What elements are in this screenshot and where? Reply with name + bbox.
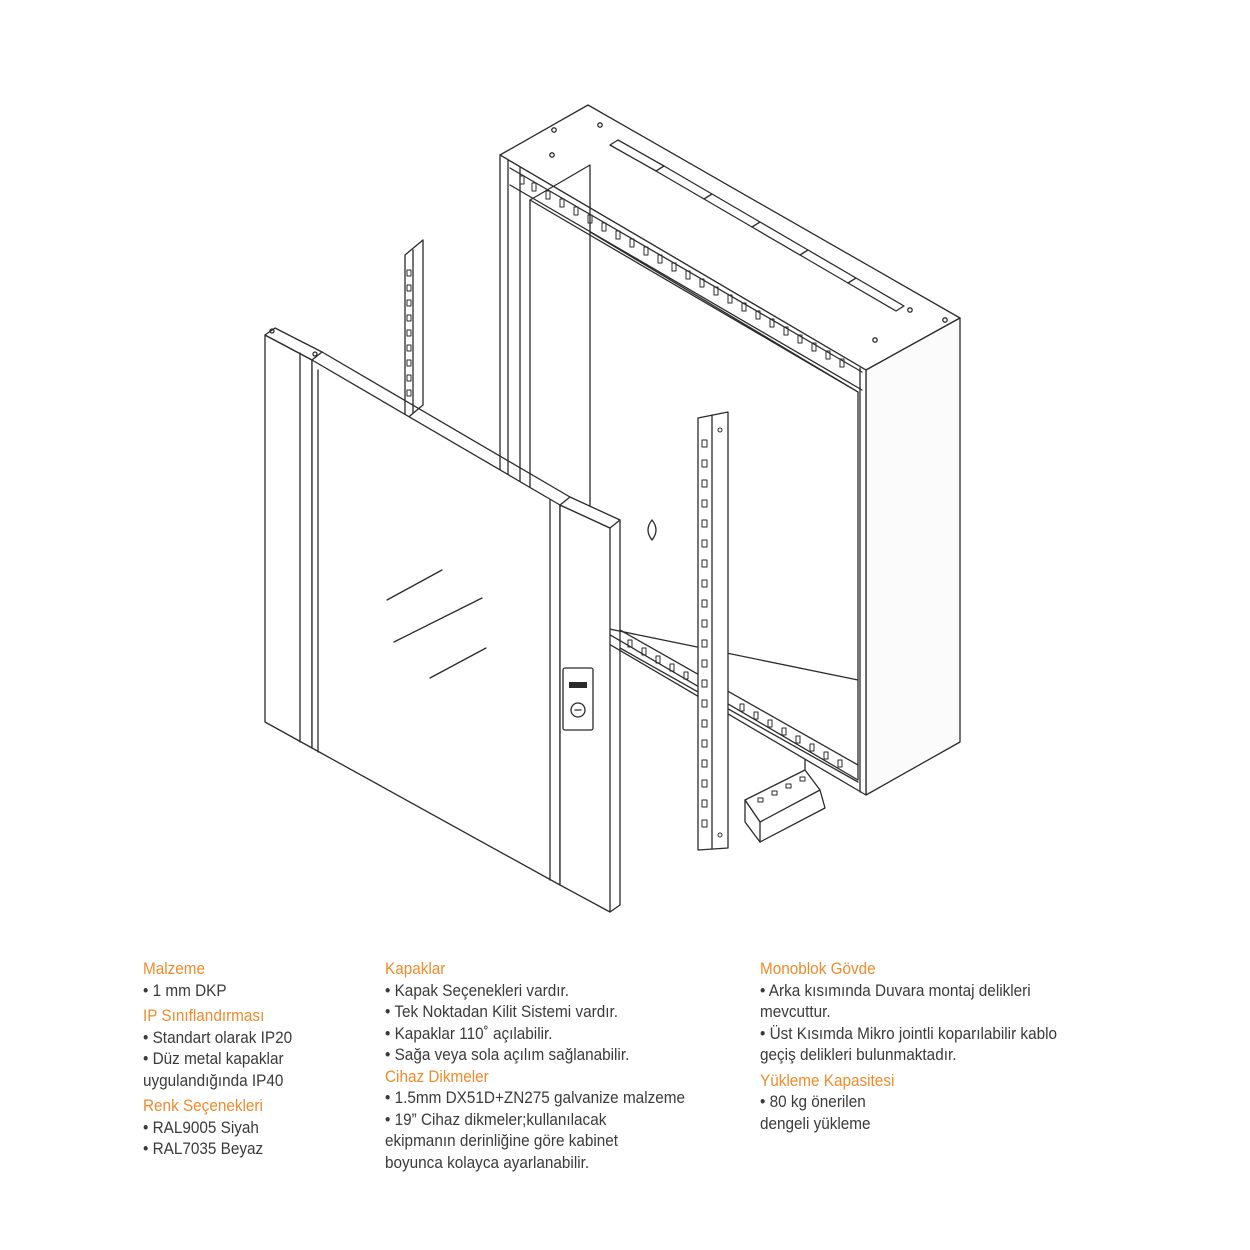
wall-bracket — [744, 759, 826, 843]
spec-line: ekipmanın derinliğine göre kabinet — [385, 1131, 619, 1150]
spec-heading-rails: Cihaz Dikmeler — [385, 1066, 489, 1086]
mounting-rail-right — [697, 411, 729, 851]
spec-line: • Kapaklar 110˚ açılabilir. — [385, 1023, 553, 1043]
spec-line: geçiş delikleri bulunmaktadır. — [760, 1045, 957, 1064]
spec-heading-body: Monoblok Gövde — [760, 959, 876, 978]
spec-column-3: Monoblok Gövde • Arka kısımında Duvara m… — [760, 958, 1129, 1134]
spec-column-2: Kapaklar • Kapak Seçenekleri vardır. • T… — [385, 958, 727, 1173]
spec-line: • 19” Cihaz dikmeler;kullanılacak — [385, 1109, 607, 1129]
spec-heading-colors: Renk Seçenekleri — [143, 1096, 263, 1115]
spec-line: • 1.5mm DX51D+ZN275 galvanize malzeme — [385, 1088, 686, 1107]
cabinet-exploded-illustration — [264, 104, 961, 913]
spec-line: • RAL9005 Siyah — [143, 1117, 259, 1137]
spec-line: • Standart olarak IP20 — [143, 1027, 293, 1047]
spec-line: • Üst Kısımda Mikro jointli koparılabili… — [760, 1023, 1058, 1043]
spec-line: • 1 mm DKP — [143, 980, 227, 1000]
top-rail-slots — [519, 175, 845, 368]
spec-heading-material: Malzeme — [143, 959, 206, 978]
spec-line: • Tek Noktadan Kilit Sistemi vardır. — [385, 1002, 618, 1021]
spec-line: boyunca kolayca ayarlanabilir. — [385, 1152, 590, 1172]
spec-line: dengeli yükleme — [760, 1113, 871, 1133]
spec-heading-load: Yükleme Kapasitesi — [760, 1070, 895, 1090]
spec-heading-ip-class: IP Sınıflandırması — [143, 1006, 265, 1025]
spec-column-1: Malzeme • 1 mm DKP IP Sınıflandırması • … — [143, 958, 350, 1160]
mounting-rail-left — [404, 239, 424, 421]
spec-line: • Kapak Seçenekleri vardır. — [385, 980, 569, 1000]
spec-line: • 80 kg önerilen — [760, 1092, 866, 1111]
cabinet-body — [499, 104, 961, 796]
spec-line: • Düz metal kapaklar — [143, 1049, 284, 1068]
spec-line: uygulandığında IP40 — [143, 1070, 284, 1090]
spec-heading-doors: Kapaklar — [385, 959, 446, 978]
spec-line: • Sağa veya sola açılım sağlanabilir. — [385, 1045, 630, 1064]
spec-line: • Arka kısımında Duvara montaj delikleri — [760, 980, 1031, 1000]
bottom-rail — [619, 629, 859, 783]
spec-line: mevcuttur. — [760, 1002, 831, 1021]
front-door — [264, 327, 621, 913]
spec-line: • RAL7035 Beyaz — [143, 1139, 264, 1158]
